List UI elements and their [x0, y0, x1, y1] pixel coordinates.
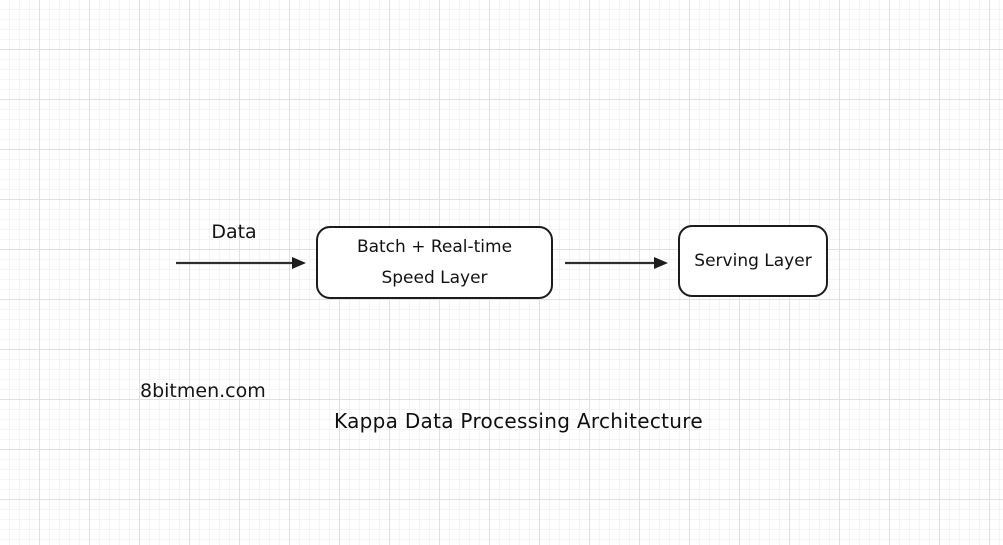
flow-label-data: Data: [211, 221, 257, 243]
node-serving-layer-line1: Serving Layer: [694, 250, 812, 271]
node-speed-layer: Batch + Real-time Speed Layer: [316, 226, 553, 299]
node-speed-layer-line1: Batch + Real-time: [356, 236, 513, 257]
node-speed-layer-line2: Speed Layer: [381, 267, 488, 288]
diagram-title: Kappa Data Processing Architecture: [334, 409, 703, 433]
arrow-data-to-speed-layer: [176, 257, 306, 269]
arrow-speed-to-serving-layer: [565, 257, 668, 269]
node-serving-layer: Serving Layer: [678, 225, 828, 297]
watermark-text: 8bitmen.com: [140, 380, 266, 402]
